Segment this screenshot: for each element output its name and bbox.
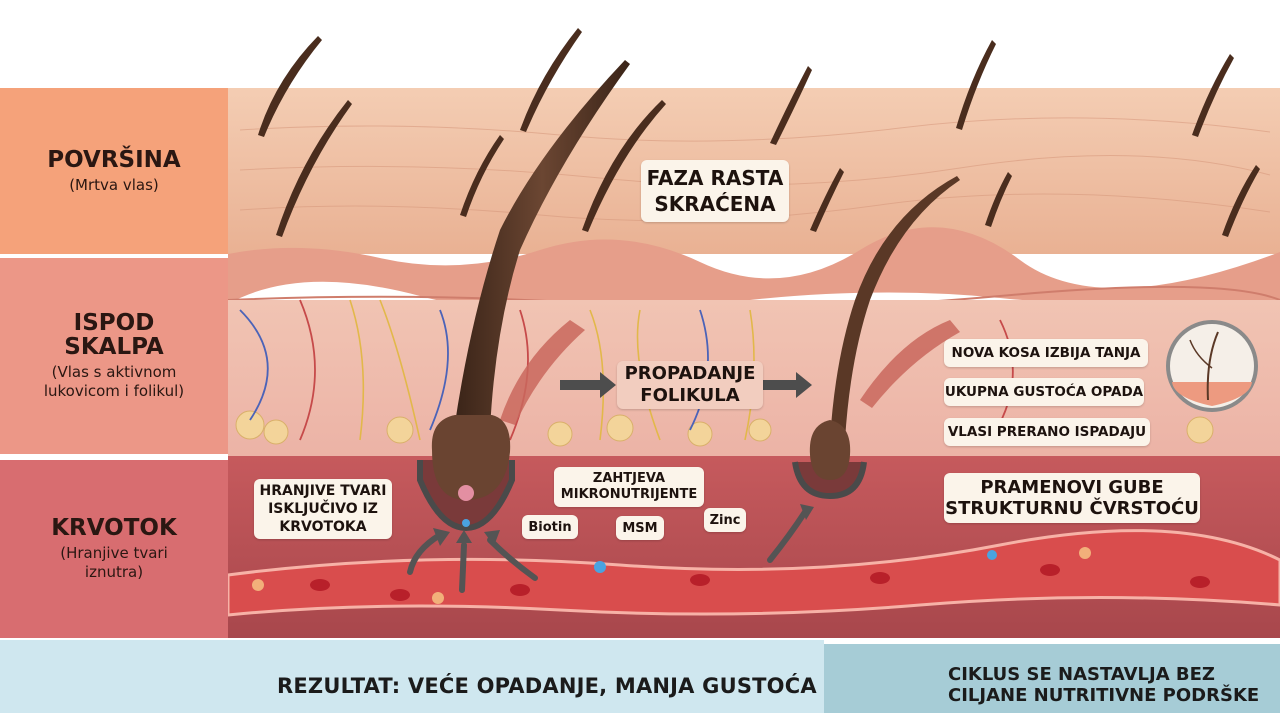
result-text: REZULTAT: VEĆE OPADANJE, MANJA GUSTOĆA	[277, 674, 817, 698]
layer-surface-subtitle: (Mrtva vlas)	[69, 175, 159, 194]
layer-surface: POVRŠINA (Mrtva vlas)	[0, 88, 228, 254]
label-density-drops: UKUPNA GUSTOĆA OPADA	[944, 378, 1144, 406]
layer-bloodstream: KRVOTOK (Hranjive tvari iznutra)	[0, 460, 228, 638]
label-nutrients-only: HRANJIVE TVARI ISKLJUČIVO IZ KRVOTOKA	[254, 479, 392, 539]
cycle-bar	[824, 644, 1280, 713]
label-msm: MSM	[616, 516, 664, 540]
label-zinc: Zinc	[704, 508, 746, 532]
label-requires-micro: ZAHTJEVA MIKRONUTRIJENTE	[554, 467, 704, 507]
artery	[226, 529, 1280, 617]
label-hair-falls-early: VLASI PRERANO ISPADAJU	[944, 418, 1150, 446]
nutrient-particles	[252, 547, 1091, 604]
layer-under-scalp: ISPOD SKALPA (Vlas s aktivnom lukovicom …	[0, 258, 228, 454]
layer-surface-title: POVRŠINA	[47, 146, 181, 173]
hair-large	[454, 60, 630, 430]
layer-under-scalp-title: ISPOD SKALPA	[64, 310, 164, 360]
label-biotin: Biotin	[522, 515, 578, 539]
fat-cells	[235, 410, 1214, 447]
layer-under-scalp-subtitle: (Vlas s aktivnom lukovicom i folikul)	[43, 363, 185, 400]
hair-thin	[830, 176, 960, 440]
blood-cells	[310, 564, 1210, 601]
result-bar	[0, 640, 824, 713]
label-new-hair-thinner: NOVA KOSA IZBIJA TANJA	[944, 339, 1148, 367]
label-growth-phase: FAZA RASTA SKRAĆENA	[641, 160, 789, 222]
arrow-right-icon	[560, 372, 812, 398]
surface-hairs	[258, 28, 1260, 237]
label-follicle-decay: PROPADANJE FOLIKULA	[617, 361, 763, 409]
thin-hair-icon	[1166, 320, 1258, 412]
layer-bloodstream-subtitle: (Hranjive tvari iznutra)	[60, 544, 168, 581]
cycle-text: CIKLUS SE NASTAVLJA BEZ CILJANE NUTRITIV…	[948, 664, 1260, 706]
label-strands-lose: PRAMENOVI GUBE STRUKTURNU ČVRSTOĆU	[944, 473, 1200, 523]
arrector-muscle-2	[860, 320, 960, 408]
layer-bloodstream-title: KRVOTOK	[51, 515, 177, 541]
arrector-muscle	[500, 320, 585, 425]
